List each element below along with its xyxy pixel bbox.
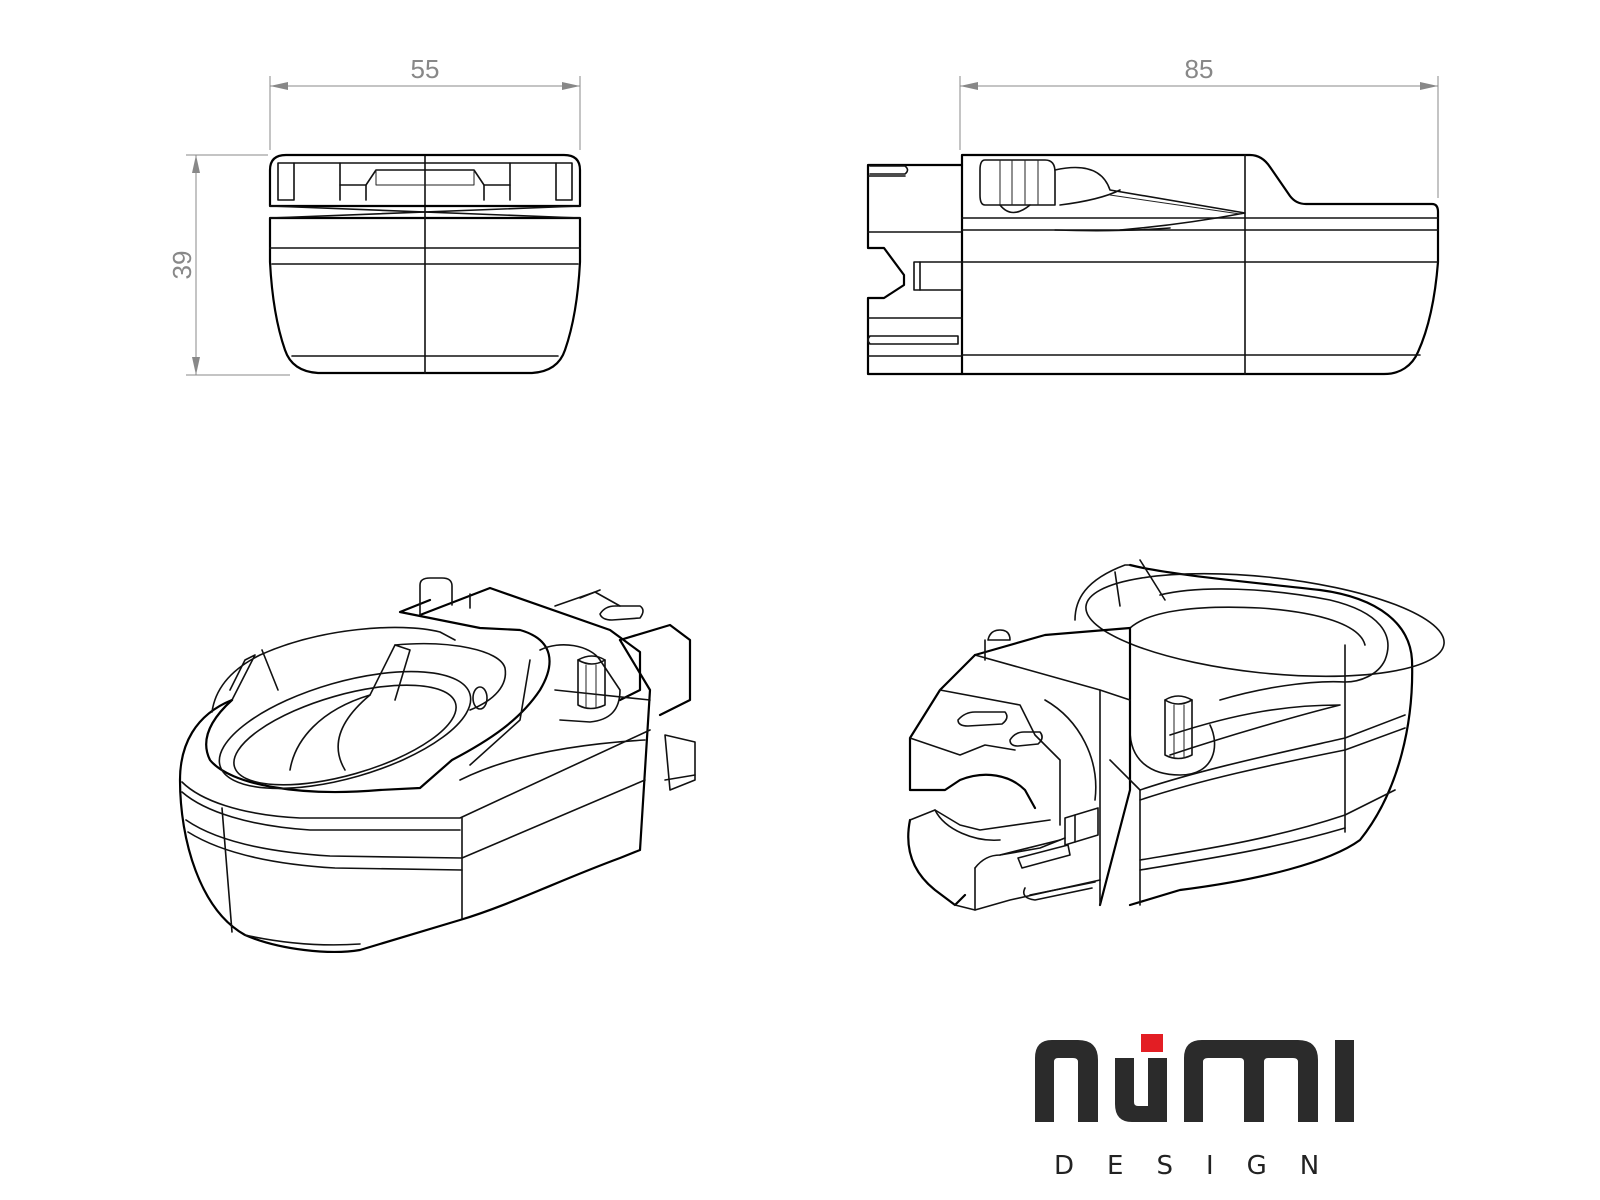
front-width-dimension: 55: [269, 54, 581, 150]
brand-tagline: DESIGN: [1054, 1151, 1352, 1181]
front-view: 55 39: [167, 54, 582, 376]
height-label: 39: [167, 251, 197, 280]
front-width-label: 55: [411, 54, 440, 84]
height-dimension: 39: [167, 154, 290, 376]
wordmark-niimi: [1035, 1040, 1354, 1122]
logo-accent-square: [1141, 1034, 1163, 1052]
side-length-dimension: 85: [959, 54, 1439, 198]
isometric-view-left: [178, 577, 696, 953]
brand-logo: DESIGN: [1035, 1034, 1354, 1181]
side-length-label: 85: [1185, 54, 1214, 84]
side-view: 85: [866, 54, 1440, 376]
isometric-view-right: [907, 559, 1445, 911]
